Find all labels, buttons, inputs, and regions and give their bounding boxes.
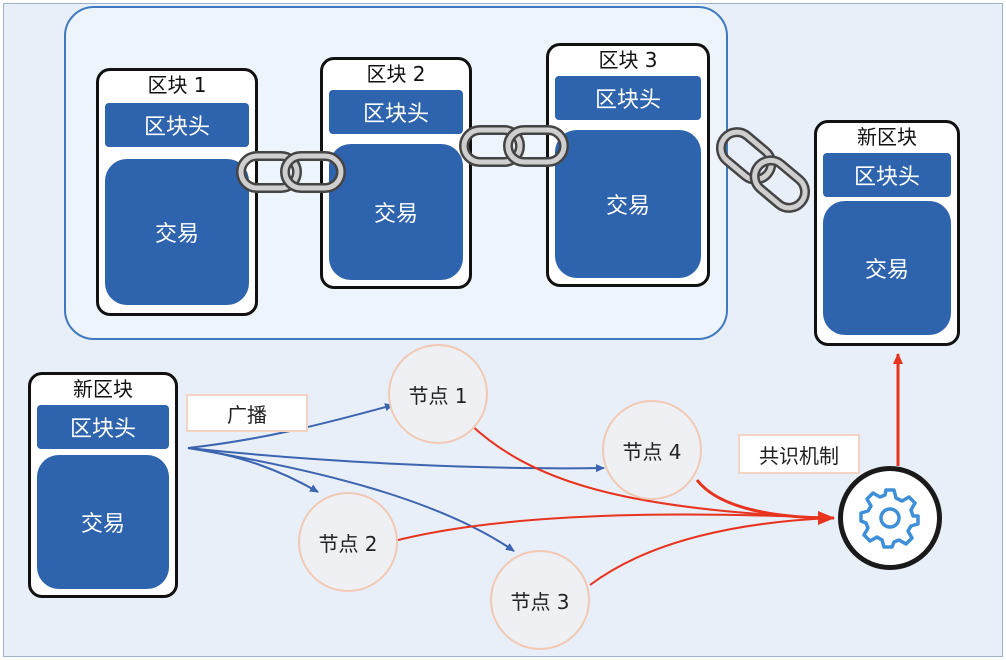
block-header: 区块头	[37, 405, 169, 449]
node-1: 节点 1	[388, 344, 488, 444]
chain-link-icon	[715, 127, 811, 213]
block-transactions: 交易	[823, 201, 951, 335]
block-transactions: 交易	[105, 159, 249, 305]
chain-link-icon	[236, 151, 346, 193]
block-header: 区块头	[329, 90, 463, 134]
block-header: 区块头	[555, 76, 701, 120]
node-3: 节点 3	[490, 550, 590, 650]
consensus-arrow-node1	[469, 423, 833, 519]
block-title: 新区块	[857, 125, 917, 149]
gear-icon	[859, 488, 920, 549]
consensus-arrow-node2	[397, 513, 833, 541]
broadcast-arrow-node4	[187, 447, 605, 473]
broadcast-label: 广播	[186, 394, 308, 432]
consensus-arrow-node3	[589, 517, 833, 586]
node-2: 节点 2	[298, 492, 398, 592]
consensus-arrow-node4	[695, 479, 835, 525]
block-transactions: 交易	[329, 144, 463, 280]
new-block: 新区块 区块头 交易	[28, 372, 178, 598]
consensus-label: 共识机制	[738, 434, 860, 474]
block-header: 区块头	[823, 153, 951, 197]
block-transactions: 交易	[555, 130, 701, 278]
block-title: 新区块	[73, 377, 133, 401]
block-transactions: 交易	[37, 455, 169, 589]
node-4: 节点 4	[602, 400, 702, 500]
consensus-gear	[838, 466, 942, 570]
chain-link-icon	[459, 125, 569, 167]
block-title: 区块 2	[366, 62, 426, 86]
block-2: 区块 2 区块头 交易	[320, 57, 472, 289]
block-title: 区块 1	[147, 73, 207, 97]
broadcast-arrow-node3	[187, 447, 515, 552]
block-title: 区块 3	[598, 48, 658, 72]
appended-block: 新区块 区块头 交易	[814, 120, 960, 346]
block-header: 区块头	[105, 103, 249, 147]
block-3: 区块 3 区块头 交易	[546, 43, 710, 287]
block-1: 区块 1 区块头 交易	[96, 68, 258, 316]
